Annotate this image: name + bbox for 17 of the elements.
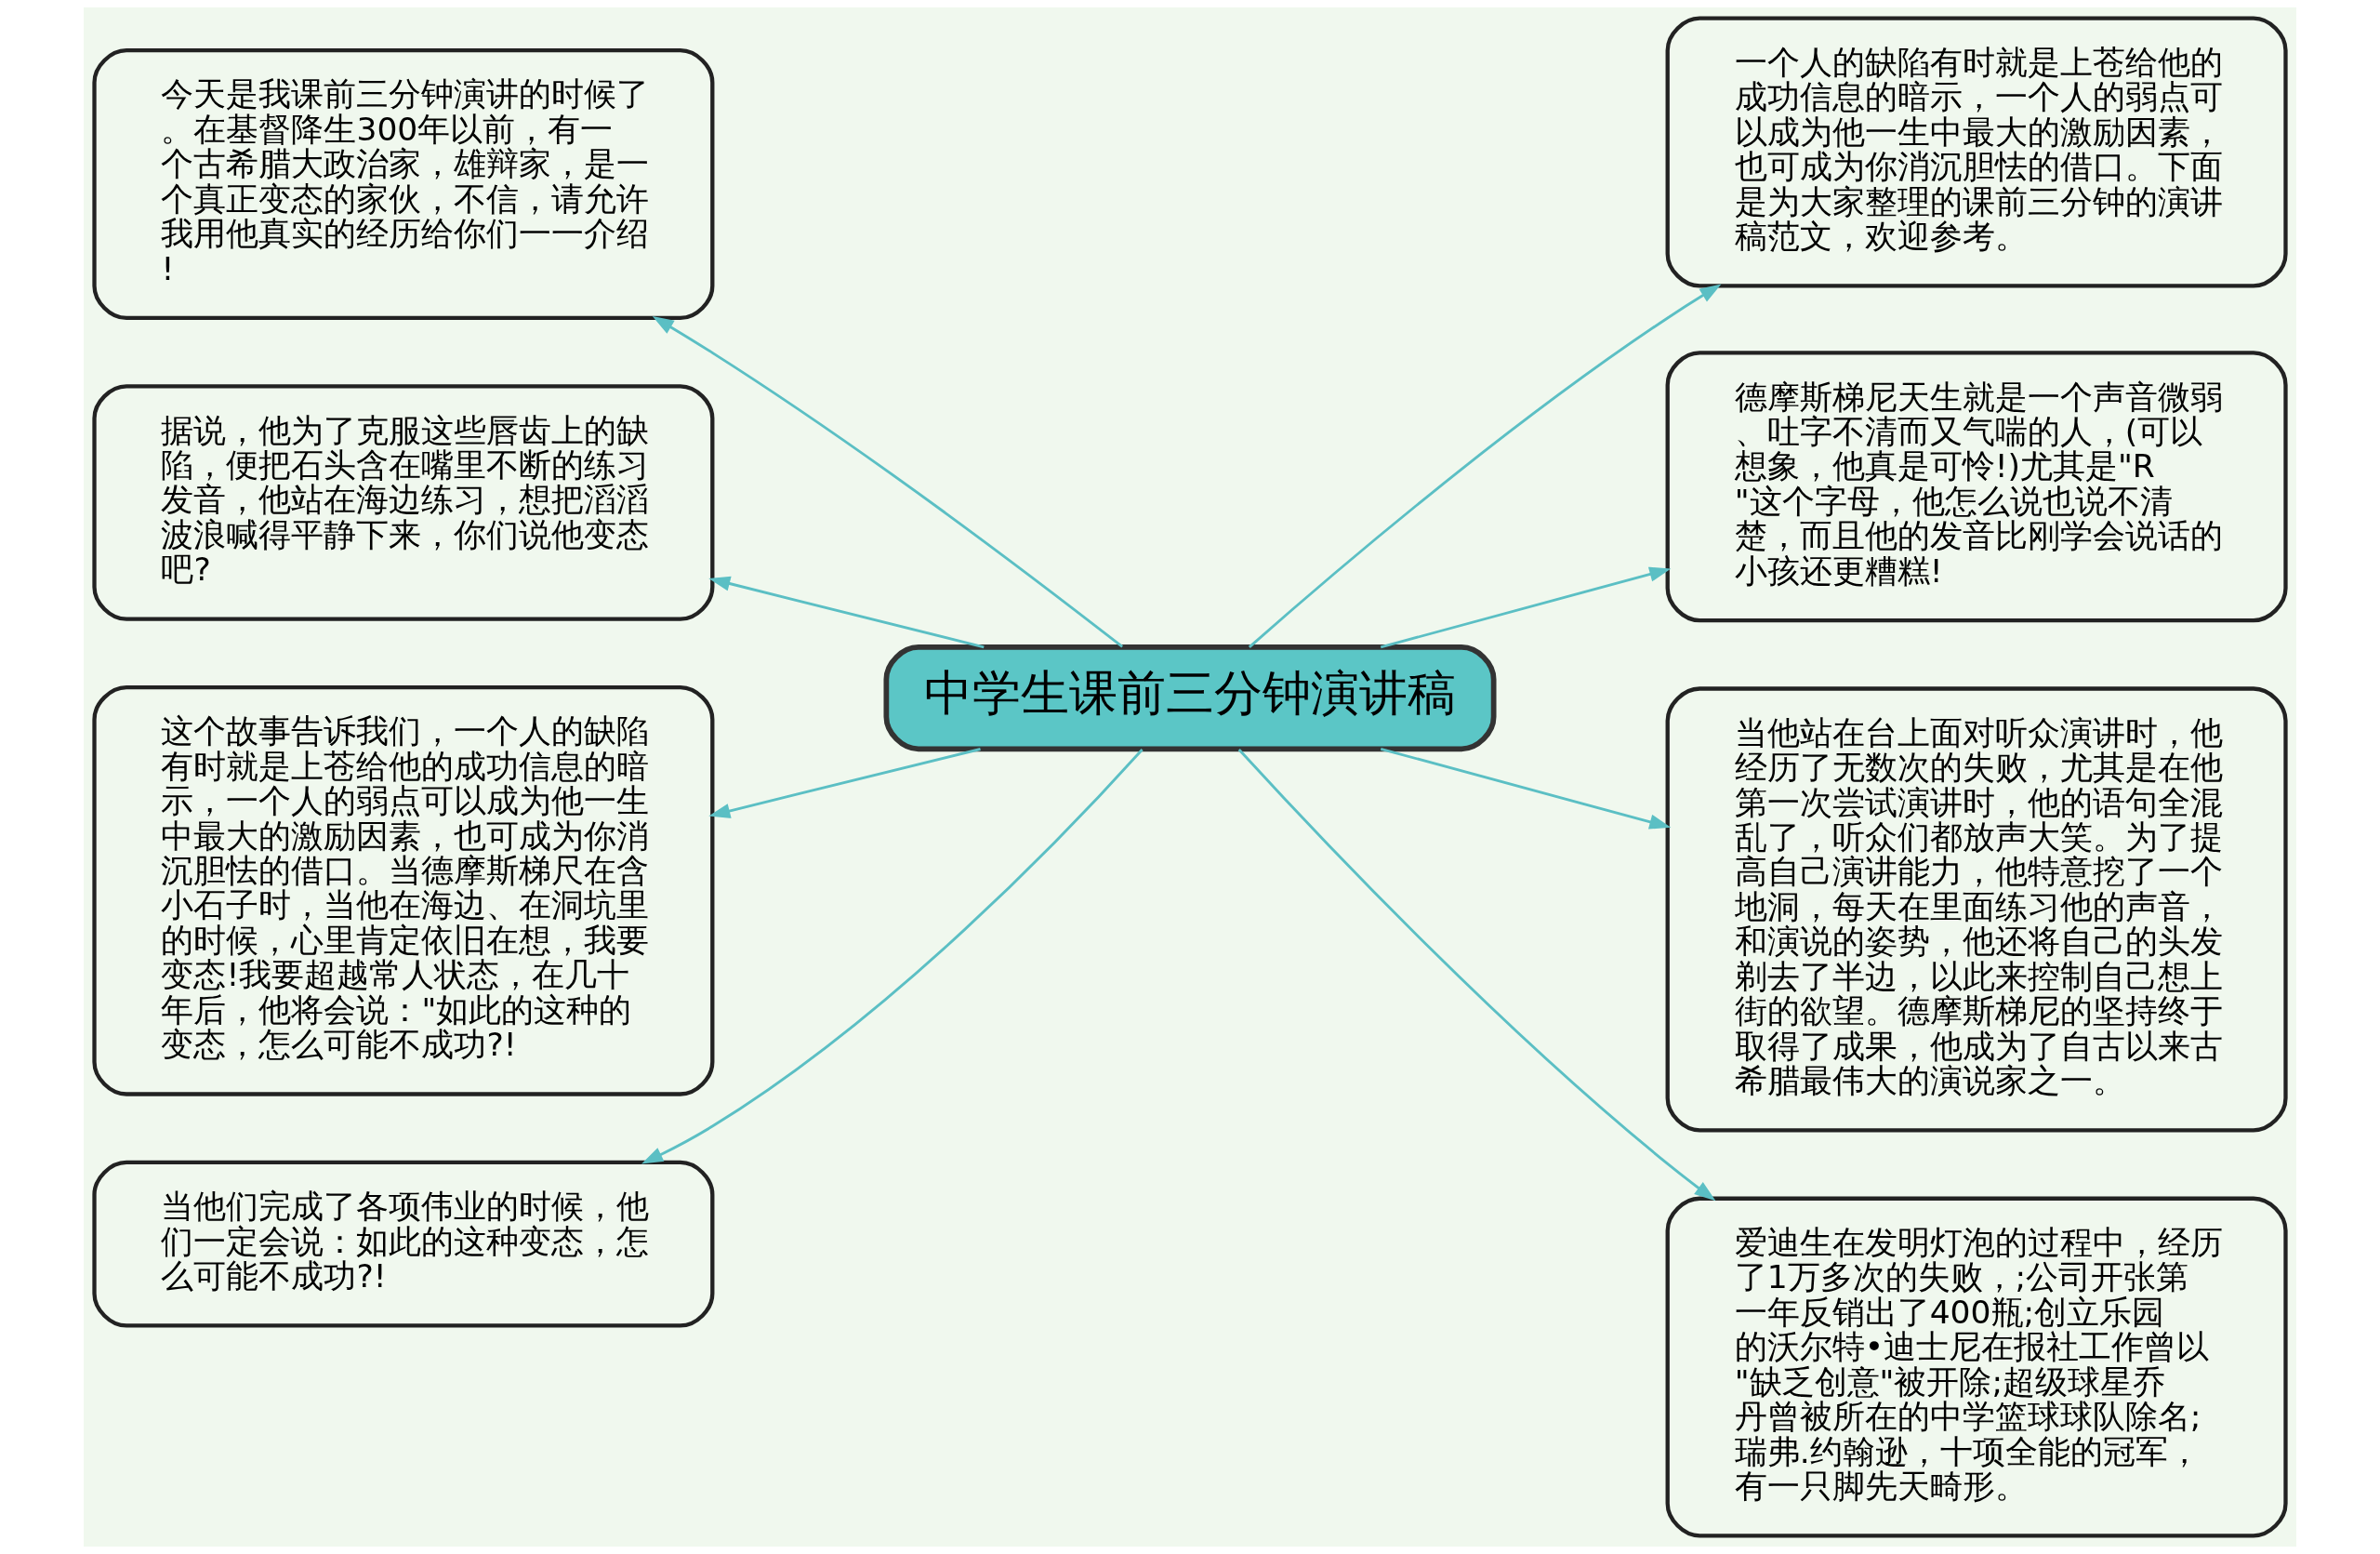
arrow — [652, 315, 1124, 648]
node-box: 据说，他为了克服这些唇齿上的缺陷，便把石头含在嘴里不断的练习发音，他站在海边练习，想把滔滔波浪喊得平静下来，你们说他变态吧? — [92, 384, 715, 621]
arrow — [1380, 566, 1672, 649]
node-box: 爱迪生在发明灯泡的过程中，经历了1万多次的失败，;公司开张第一年反销出了400瓶;创立乐园的沃尔特•迪士尼在报社工作曾以"缺乏创意"被开除;超级球星乔丹曾被所在的中学篮球球队除名;瑞弗.约翰逊，十项全能的冠军，有一只脚先天畸形。 — [1665, 1196, 2288, 1538]
node-box: 这个故事告诉我们，一个人的缺陷有时就是上苍给他的成功信息的暗示，一个人的弱点可以成为他一生中最大的激励因素，也可成为你消沉胆怯的借口。当德摩斯梯尺在含小石子时，当他在海边、在洞坑里的时候，心里肯定依旧在想，我要变态!我要超越常人状态，在几十年后，他将会说："如此的这种的变态，怎么可能不成功?! — [92, 684, 715, 1096]
node-box: 德摩斯梯尼天生就是一个声音微弱、吐字不清而又气喘的人，(可以想象，他真是可怜!)尤其是"R "这个字母，他怎么说也说不清楚，而且他的发音比刚学会说话的小孩还更糟糕! — [1665, 351, 2288, 623]
node-box: 一个人的缺陷有时就是上苍给他的成功信息的暗示，一个人的弱点可以成为他一生中最大的激励因素，也可成为你消沉胆怯的借口。下面是为大家整理的课前三分钟的演讲稿范文，欢迎参考。 — [1665, 16, 2288, 288]
arrow — [708, 576, 985, 649]
node-box: 今天是我课前三分钟演讲的时候了。在基督降生300年以前，有一个古希腊大政治家，雄辩家，是一个真正变态的家伙，不信，请允许我用他真实的经历给你们一一介绍! — [92, 48, 715, 321]
arrow — [1248, 284, 1722, 648]
node-box: 中学生课前三分钟演讲稿 — [883, 644, 1497, 752]
arrow — [708, 748, 981, 818]
arrow — [1380, 747, 1672, 830]
node-box: 当他们完成了各项伟业的时候，他们一定会说：如此的这种变态，怎么可能不成功?! — [92, 1160, 715, 1328]
node-box: 当他站在台上面对听众演讲时，他经历了无数次的失败，尤其是在他第一次尝试演讲时，他的语句全混乱了，听众们都放声大笑。为了提高自己演讲能力，他特意挖了一个地洞，每天在里面练习他的声音，和演说的姿势，他还将自己的头发剃去了半边，以此来控制自己想上街的欲望。德摩斯梯尼的坚持终于取得了成果，他成为了自古以来古希腊最伟大的演说家之一。 — [1665, 686, 2288, 1133]
arrow — [1237, 748, 1716, 1202]
arrow — [641, 749, 1144, 1164]
